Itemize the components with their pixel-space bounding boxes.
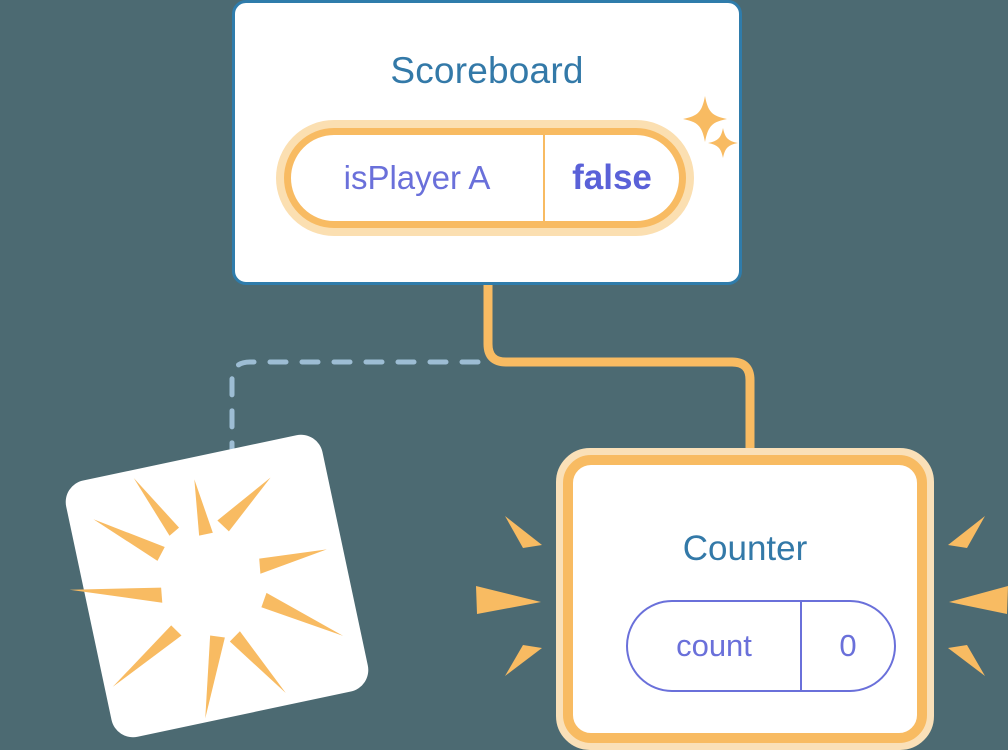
counter-pill-divider: [800, 602, 802, 690]
burst-ray-w: [69, 587, 163, 603]
burst-ray-ssw: [205, 635, 225, 719]
ray-left-bottom: [505, 645, 542, 676]
scoreboard-title: Scoreboard: [390, 50, 584, 91]
burst-ray-ne: [217, 477, 271, 532]
burst-ray-e: [259, 549, 327, 574]
pill-divider: [543, 135, 545, 221]
burst-ray-sw: [112, 625, 182, 687]
scoreboard-state-pill[interactable]: isPlayer A false: [276, 120, 694, 236]
counter-pill-value: 0: [839, 628, 857, 663]
burst-ray-nnw: [133, 477, 180, 536]
counter-card[interactable]: Counter count 0: [556, 448, 934, 750]
connector-solid-to-counter: [483, 282, 755, 462]
burst-ray-n: [194, 479, 213, 536]
ray-right-bottom: [948, 645, 985, 676]
tilted-burst-card[interactable]: [61, 430, 373, 742]
counter-pill-key: count: [676, 628, 752, 663]
ray-right-middle: [949, 586, 1008, 614]
ray-left-top: [505, 516, 542, 548]
counter-title: Counter: [682, 529, 808, 568]
pill-glow-ring: [276, 120, 694, 236]
counter-body: Counter count 0: [563, 455, 927, 743]
scoreboard-pill-key: isPlayer A: [343, 159, 491, 196]
burst-ray-s: [229, 631, 286, 694]
burst-ray-se: [261, 592, 344, 636]
rays-right-group: [948, 516, 1008, 676]
burst-rays-icon: [69, 477, 344, 719]
pill-inner: isPlayer A false: [284, 128, 686, 228]
rays-left-group: [476, 516, 542, 676]
burst-ray-nw: [93, 519, 165, 561]
counter-state-pill[interactable]: count 0: [626, 600, 896, 692]
ray-right-top: [948, 516, 985, 548]
ray-left-middle: [476, 586, 541, 614]
scoreboard-pill-value: false: [572, 158, 652, 197]
